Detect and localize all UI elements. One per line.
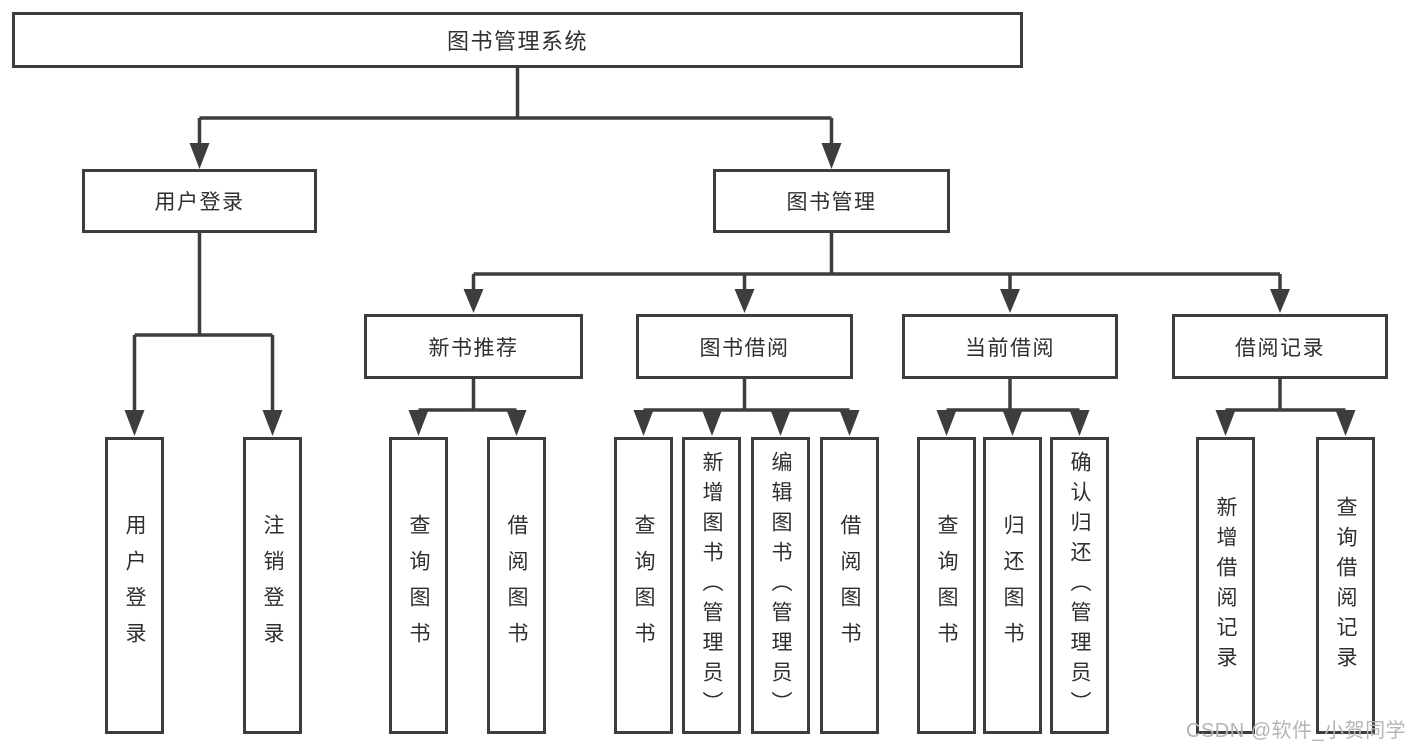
- node-current-borrowing: 当前借阅: [902, 314, 1118, 379]
- leaf-edit-books-admin-label: 编辑图书（管理员）: [769, 450, 792, 721]
- node-new-book-recommend: 新书推荐: [364, 314, 583, 379]
- leaf-borrow-books-recommend: 借阅图书: [487, 437, 546, 734]
- leaf-logout: 注销登录: [243, 437, 302, 734]
- leaf-query-books-recommend-label: 查询图书: [407, 513, 430, 658]
- leaf-query-books-borrowing-label: 查询图书: [632, 513, 655, 658]
- leaf-user-login: 用户登录: [105, 437, 164, 734]
- leaf-query-books-current-label: 查询图书: [935, 513, 958, 658]
- leaf-query-borrow-record: 查询借阅记录: [1316, 437, 1375, 734]
- node-current-borrowing-label: 当前借阅: [965, 336, 1055, 360]
- leaf-return-books: 归还图书: [983, 437, 1042, 734]
- leaf-query-books-recommend: 查询图书: [389, 437, 448, 734]
- leaf-logout-label: 注销登录: [261, 513, 284, 658]
- node-book-borrowing-label: 图书借阅: [699, 336, 790, 360]
- node-borrowing-records: 借阅记录: [1172, 314, 1388, 379]
- node-root-label: 图书管理系统: [446, 29, 588, 54]
- node-user-login: 用户登录: [82, 169, 317, 233]
- arrowheads: [124, 143, 1356, 436]
- node-book-management: 图书管理: [713, 169, 950, 233]
- leaf-borrow-books: 借阅图书: [820, 437, 879, 734]
- leaf-borrow-books-label: 借阅图书: [838, 513, 861, 658]
- leaf-add-books-admin: 新增图书（管理员）: [682, 437, 741, 734]
- leaf-add-borrow-record-label: 新增借阅记录: [1214, 495, 1237, 676]
- leaf-query-borrow-record-label: 查询借阅记录: [1334, 495, 1357, 676]
- leaf-add-borrow-record: 新增借阅记录: [1196, 437, 1255, 734]
- leaf-confirm-return-admin-label: 确认归还（管理员）: [1068, 450, 1091, 721]
- leaf-borrow-books-recommend-label: 借阅图书: [505, 513, 528, 658]
- leaf-query-books-borrowing: 查询图书: [614, 437, 673, 734]
- node-root: 图书管理系统: [12, 12, 1023, 68]
- node-borrowing-records-label: 借阅记录: [1235, 336, 1325, 360]
- leaf-edit-books-admin: 编辑图书（管理员）: [751, 437, 810, 734]
- node-book-borrowing: 图书借阅: [636, 314, 853, 379]
- leaf-user-login-label: 用户登录: [123, 513, 146, 658]
- leaf-return-books-label: 归还图书: [1001, 513, 1024, 658]
- leaf-query-books-current: 查询图书: [917, 437, 976, 734]
- node-new-book-recommend-label: 新书推荐: [428, 336, 519, 360]
- leaf-add-books-admin-label: 新增图书（管理员）: [700, 450, 723, 721]
- csdn-watermark: CSDN @软件_小贺同学: [1186, 720, 1405, 742]
- leaf-confirm-return-admin: 确认归还（管理员）: [1050, 437, 1109, 734]
- node-user-login-label: 用户登录: [154, 191, 245, 214]
- node-book-management-label: 图书管理: [786, 191, 877, 214]
